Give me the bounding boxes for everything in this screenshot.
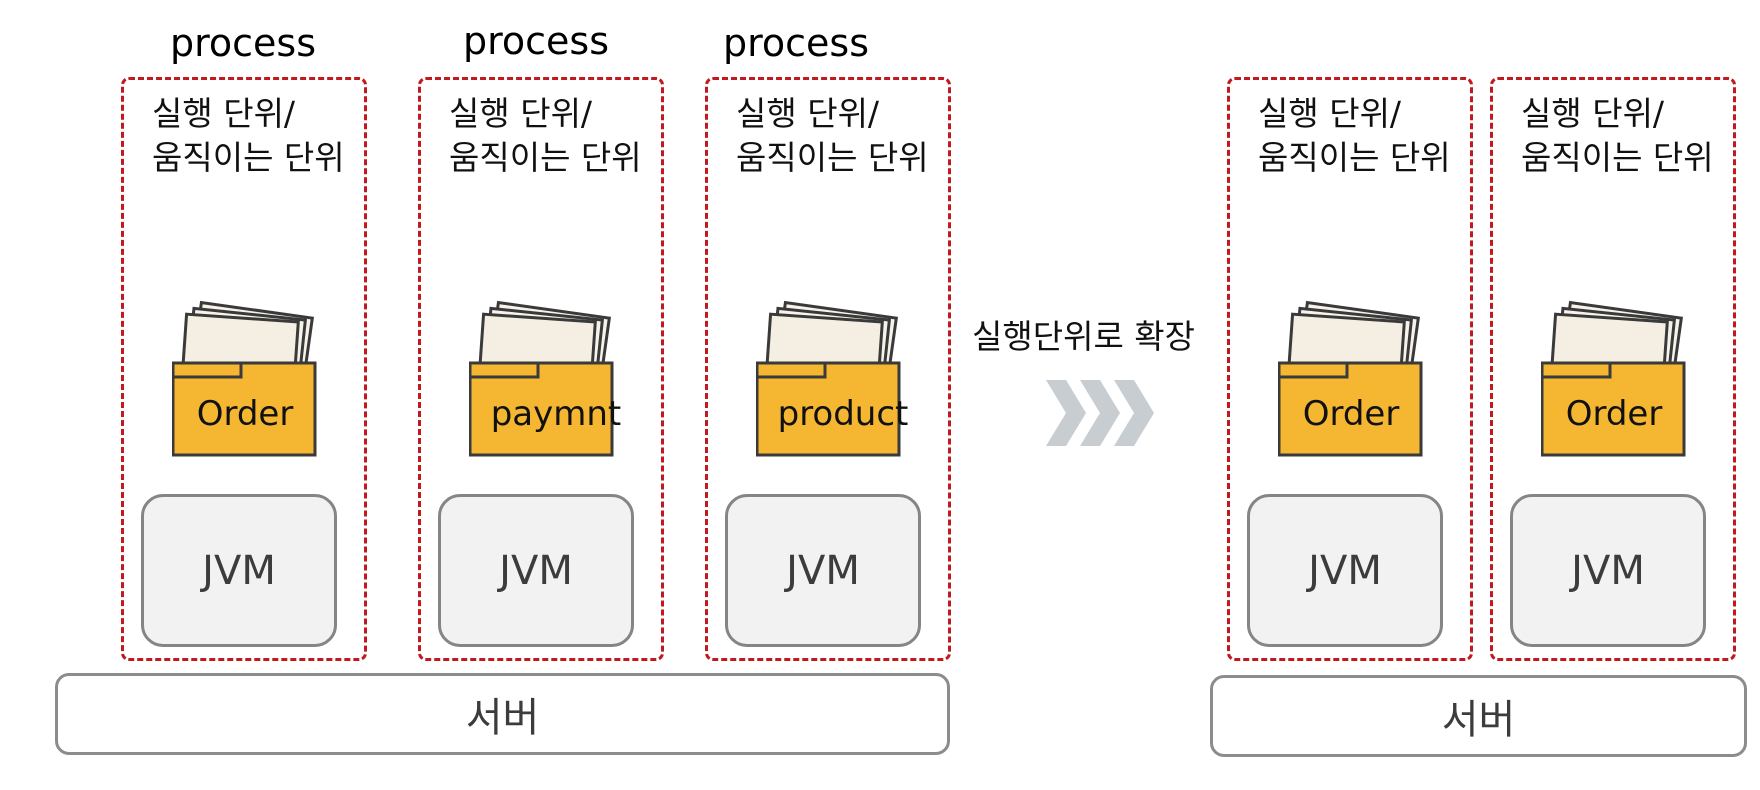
jvm-box: JVM — [438, 494, 634, 647]
unit-text-line1: 실행 단위/ — [152, 94, 296, 133]
module-label: Order — [196, 394, 294, 434]
triple-chevron-right-icon — [1046, 380, 1154, 446]
unit-text-line1: 실행 단위/ — [736, 94, 880, 133]
unit-text-line2: 움직이는 단위 — [152, 138, 345, 177]
process-box-order-replica-2: 실행 단위/ 움직이는 단위 — [1490, 77, 1736, 661]
execution-unit-text: 실행 단위/ 움직이는 단위 — [1258, 92, 1451, 180]
execution-unit-text: 실행 단위/ 움직이는 단위 — [1521, 92, 1714, 180]
process-box-product: 실행 단위/ 움직이는 단위 — [705, 77, 951, 661]
module-label: Order — [1302, 394, 1400, 434]
server-box: 서버 — [1210, 675, 1747, 757]
jvm-box: JVM — [141, 494, 337, 647]
module-label: paymnt — [490, 394, 622, 434]
process-box-order-replica-1: 실행 단위/ 움직이는 단위 — [1227, 77, 1473, 661]
expand-label: 실행단위로 확장 — [972, 317, 1196, 356]
unit-text-line2: 움직이는 단위 — [1258, 138, 1451, 177]
folder-icon: product — [756, 300, 926, 460]
folder-icon: Order — [1541, 300, 1711, 460]
module-label: product — [777, 394, 909, 434]
module-label: Order — [1565, 394, 1663, 434]
unit-text-line1: 실행 단위/ — [449, 94, 593, 133]
unit-text-line2: 움직이는 단위 — [736, 138, 929, 177]
jvm-box: JVM — [1247, 494, 1443, 647]
process-label-2: process — [463, 19, 610, 63]
jvm-box: JVM — [725, 494, 921, 647]
execution-unit-text: 실행 단위/ 움직이는 단위 — [449, 92, 642, 180]
folder-icon: Order — [1278, 300, 1448, 460]
jvm-box: JVM — [1510, 494, 1706, 647]
process-label-1: process — [170, 21, 317, 65]
unit-text-line2: 움직이는 단위 — [449, 138, 642, 177]
unit-text-line2: 움직이는 단위 — [1521, 138, 1714, 177]
process-box-order: 실행 단위/ 움직이는 단위 — [121, 77, 367, 661]
server-box: 서버 — [55, 673, 950, 755]
execution-unit-text: 실행 단위/ 움직이는 단위 — [736, 92, 929, 180]
process-label-3: process — [723, 21, 870, 65]
execution-unit-text: 실행 단위/ 움직이는 단위 — [152, 92, 345, 180]
unit-text-line1: 실행 단위/ — [1258, 94, 1402, 133]
folder-icon: Order — [172, 300, 342, 460]
process-box-payment: 실행 단위/ 움직이는 단위 — [418, 77, 664, 661]
folder-icon: paymnt — [469, 300, 639, 460]
unit-text-line1: 실행 단위/ — [1521, 94, 1665, 133]
